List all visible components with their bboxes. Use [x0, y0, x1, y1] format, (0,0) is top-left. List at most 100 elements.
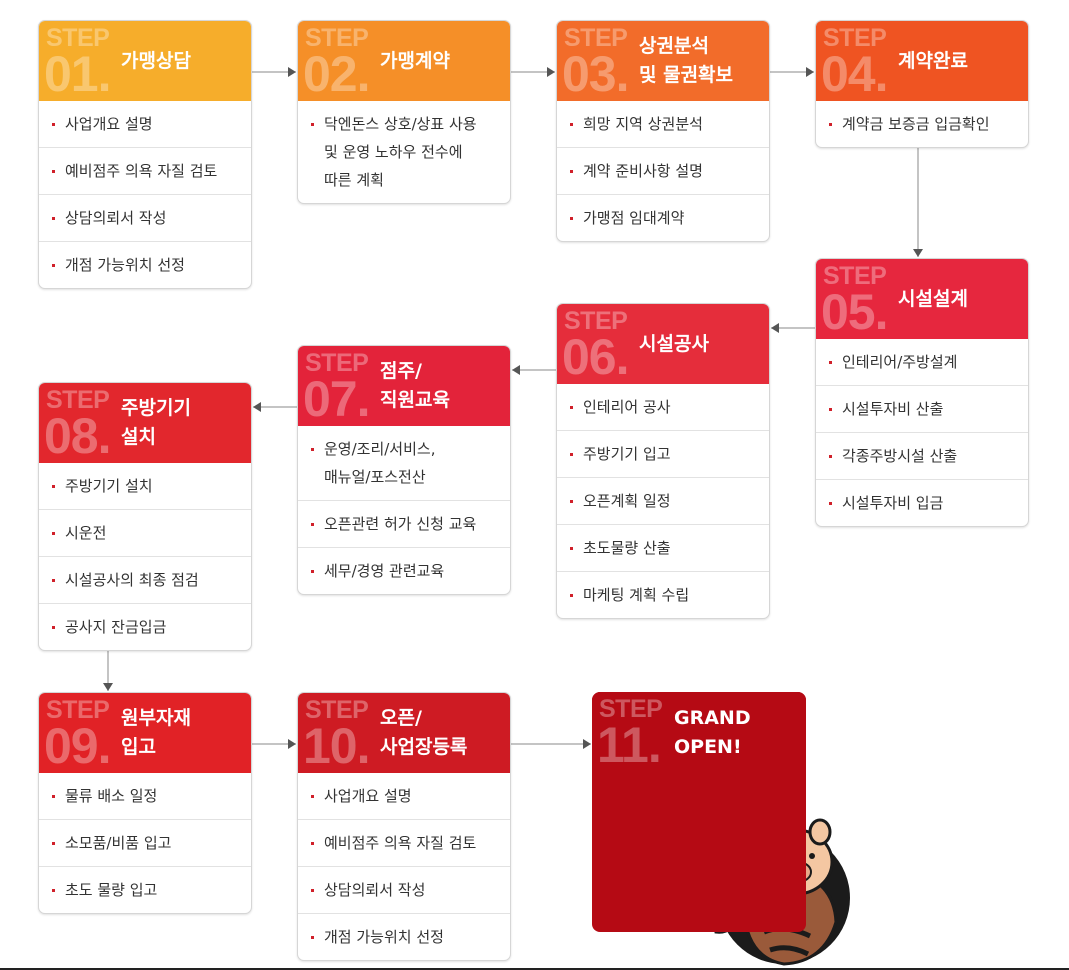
- bullet-icon: [311, 123, 314, 126]
- bullet-icon: [52, 217, 55, 220]
- step-label: STEP: [599, 695, 663, 723]
- bullet-icon: [52, 626, 55, 629]
- bullet-icon: [52, 889, 55, 892]
- item-text: 시설공사의 최종 점검: [65, 571, 199, 589]
- list-item: 물류 배소 일정: [39, 773, 251, 819]
- arrow-head-icon: [913, 249, 923, 257]
- item-text: 개점 가능위치 선정: [65, 256, 185, 274]
- step-4-item-list: 계약금 보증금 입금확인: [816, 101, 1028, 147]
- step-label: STEP: [46, 386, 110, 414]
- step-title: 가맹상담: [121, 49, 191, 72]
- item-text: 공사지 잔금입금: [65, 618, 167, 636]
- item-text: 각종주방시설 산출: [842, 447, 958, 465]
- step-label: STEP: [823, 262, 887, 290]
- list-item: 운영/조리/서비스, 매뉴얼/포스전산: [298, 426, 510, 500]
- item-text: 시설투자비 산출: [842, 400, 944, 418]
- bullet-icon: [311, 842, 314, 845]
- step-label: STEP: [305, 349, 369, 377]
- arrow-head-icon: [806, 67, 814, 77]
- item-text: 오픈관련 허가 신청 교육: [324, 515, 477, 533]
- list-item: 주방기기 입고: [557, 430, 769, 477]
- bullet-icon: [570, 406, 573, 409]
- list-item: 마케팅 계획 수립: [557, 571, 769, 618]
- item-text: 초도 물량 입고: [65, 881, 158, 899]
- step-number: 04.: [821, 46, 889, 102]
- step-number: 03.: [562, 46, 630, 102]
- step-title: 가맹계약: [380, 49, 450, 72]
- arrow-head-icon: [288, 67, 296, 77]
- bullet-icon: [570, 500, 573, 503]
- step-label: STEP: [46, 24, 110, 52]
- item-text: 상담의뢰서 작성: [324, 881, 426, 899]
- item-text: 계약금 보증금 입금확인: [842, 115, 990, 133]
- bullet-icon: [52, 579, 55, 582]
- list-item: 오픈계획 일정: [557, 477, 769, 524]
- bullet-icon: [311, 523, 314, 526]
- list-item: 개점 가능위치 선정: [298, 913, 510, 960]
- bullet-icon: [52, 532, 55, 535]
- item-text: 인테리어/주방설계: [842, 353, 958, 371]
- item-text: 예비점주 의욕 자질 검토: [324, 834, 477, 852]
- step-number: 06.: [562, 329, 630, 385]
- step-number: 02.: [303, 46, 371, 102]
- item-text: 초도물량 산출: [583, 539, 671, 557]
- item-text: 주방기기 설치: [65, 477, 153, 495]
- list-item: 상담의뢰서 작성: [39, 194, 251, 241]
- item-text: 시운전: [65, 524, 107, 542]
- item-text: 운영/조리/서비스, 매뉴얼/포스전산: [324, 440, 436, 486]
- arrow-head-icon: [288, 739, 296, 749]
- arrow-head-icon: [583, 739, 591, 749]
- list-item: 초도 물량 입고: [39, 866, 251, 913]
- list-item: 시설공사의 최종 점검: [39, 556, 251, 603]
- list-item: 오픈관련 허가 신청 교육: [298, 500, 510, 547]
- item-text: 물류 배소 일정: [65, 787, 158, 805]
- step-number: 11.: [597, 717, 662, 773]
- step-title: 원부자재 입고: [121, 707, 191, 758]
- list-item: 공사지 잔금입금: [39, 603, 251, 650]
- step-title: 오픈/ 사업장등록: [380, 707, 468, 758]
- list-item: 계약 준비사항 설명: [557, 147, 769, 194]
- bullet-icon: [570, 123, 573, 126]
- item-text: 오픈계획 일정: [583, 492, 671, 510]
- list-item: 상담의뢰서 작성: [298, 866, 510, 913]
- list-item: 인테리어/주방설계: [816, 339, 1028, 385]
- arrow-head-icon: [253, 402, 261, 412]
- list-item: 인테리어 공사: [557, 384, 769, 430]
- list-item: 사업개요 설명: [39, 101, 251, 147]
- bullet-icon: [311, 936, 314, 939]
- bullet-icon: [829, 123, 832, 126]
- list-item: 각종주방시설 산출: [816, 432, 1028, 479]
- item-text: 닥엔돈스 상호/상표 사용 및 운영 노하우 전수에 따른 계획: [324, 115, 477, 189]
- step-number: 08.: [44, 408, 112, 464]
- step-label: STEP: [305, 696, 369, 724]
- bullet-icon: [829, 455, 832, 458]
- list-item: 시설투자비 입금: [816, 479, 1028, 526]
- step-number: 07.: [303, 371, 371, 427]
- step-title: 시설설계: [898, 287, 968, 310]
- item-text: 사업개요 설명: [324, 787, 412, 805]
- list-item: 희망 지역 상권분석: [557, 101, 769, 147]
- bullet-icon: [311, 795, 314, 798]
